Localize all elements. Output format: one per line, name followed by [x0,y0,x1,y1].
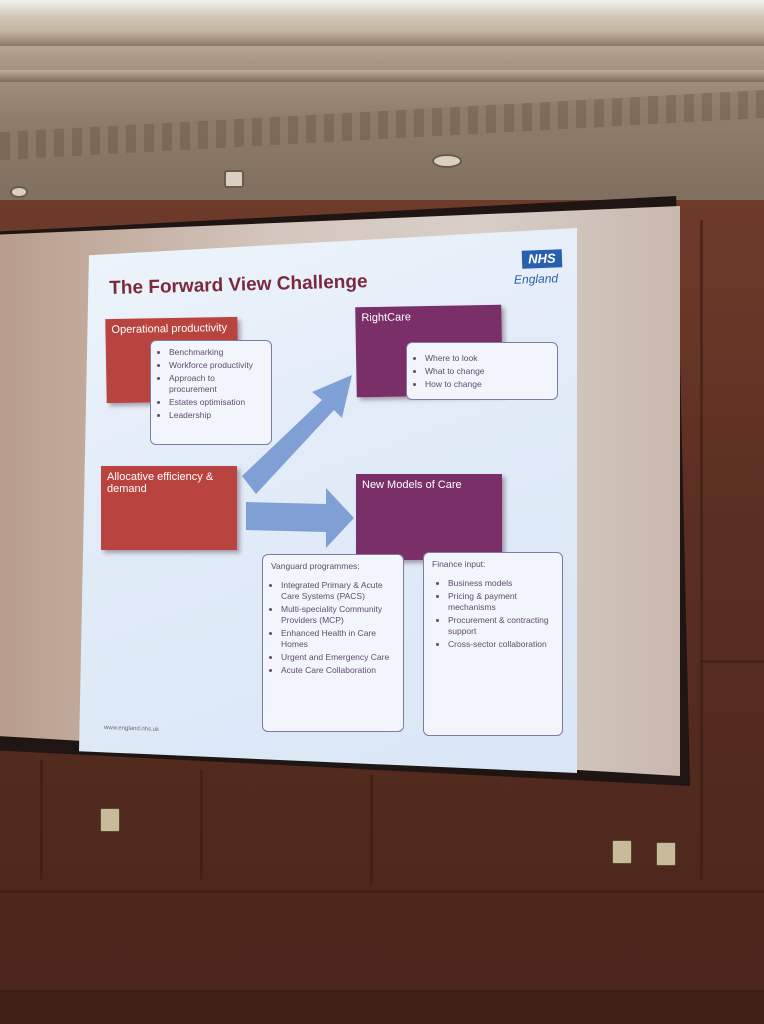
new-models-of-care-label: New Models of Care [362,479,462,491]
floor [0,990,764,1024]
list-item: Approach to procurement [169,373,263,395]
list-item: Enhanced Health in Care Homes [281,628,395,650]
list-item: Cross-sector collaboration [448,639,554,650]
ceiling-light [432,154,462,168]
list-item: Where to look [425,353,549,364]
ceiling-cornice [0,30,764,46]
vanguard-heading: Vanguard programmes: [271,561,360,571]
list-item: Acute Care Collaboration [281,665,395,676]
list-item: Benchmarking [169,347,263,358]
allocative-efficiency-box: Allocative efficiency & demand [101,466,237,550]
finance-heading: Finance input: [432,559,486,569]
list-item: Pricing & payment mechanisms [448,591,554,613]
list-item: What to change [425,366,549,377]
ceiling-cornice-lower [0,70,764,82]
rightcare-label: RightCare [361,311,412,325]
operational-productivity-card: Benchmarking Workforce productivity Appr… [150,340,272,445]
panel-line [40,760,43,880]
vanguard-programmes-card: Vanguard programmes: Integrated Primary … [262,554,404,732]
allocative-efficiency-label: Allocative efficiency & demand [107,471,214,495]
list-item: Leadership [169,410,263,421]
panel-line [200,770,203,880]
operational-productivity-label: Operational productivity [111,322,228,337]
list-item: Procurement & contracting support [448,615,554,637]
finance-input-card: Finance input: Business models Pricing &… [423,552,563,736]
list-item: Multi-speciality Community Providers (MC… [281,604,395,626]
list-item: Estates optimisation [169,397,263,408]
panel-line [0,890,764,893]
panel-line [700,660,764,663]
list-item: Urgent and Emergency Care [281,652,395,663]
new-models-of-care-box: New Models of Care [356,474,502,560]
list-item: Integrated Primary & Acute Care Systems … [281,580,395,602]
panel-line [700,220,703,880]
arrow-horizontal [246,488,354,548]
arrow-diagonal [242,375,352,494]
list-item: Workforce productivity [169,360,263,371]
wall-outlet [612,840,632,864]
ceiling-light-small [10,186,28,198]
wall-outlet [656,842,676,866]
list-item: How to change [425,379,549,390]
rightcare-card: Where to look What to change How to chan… [406,342,558,400]
list-item: Business models [448,578,554,589]
wall-outlet [100,808,120,832]
ceiling-sensor [224,170,244,188]
panel-line [370,775,373,885]
